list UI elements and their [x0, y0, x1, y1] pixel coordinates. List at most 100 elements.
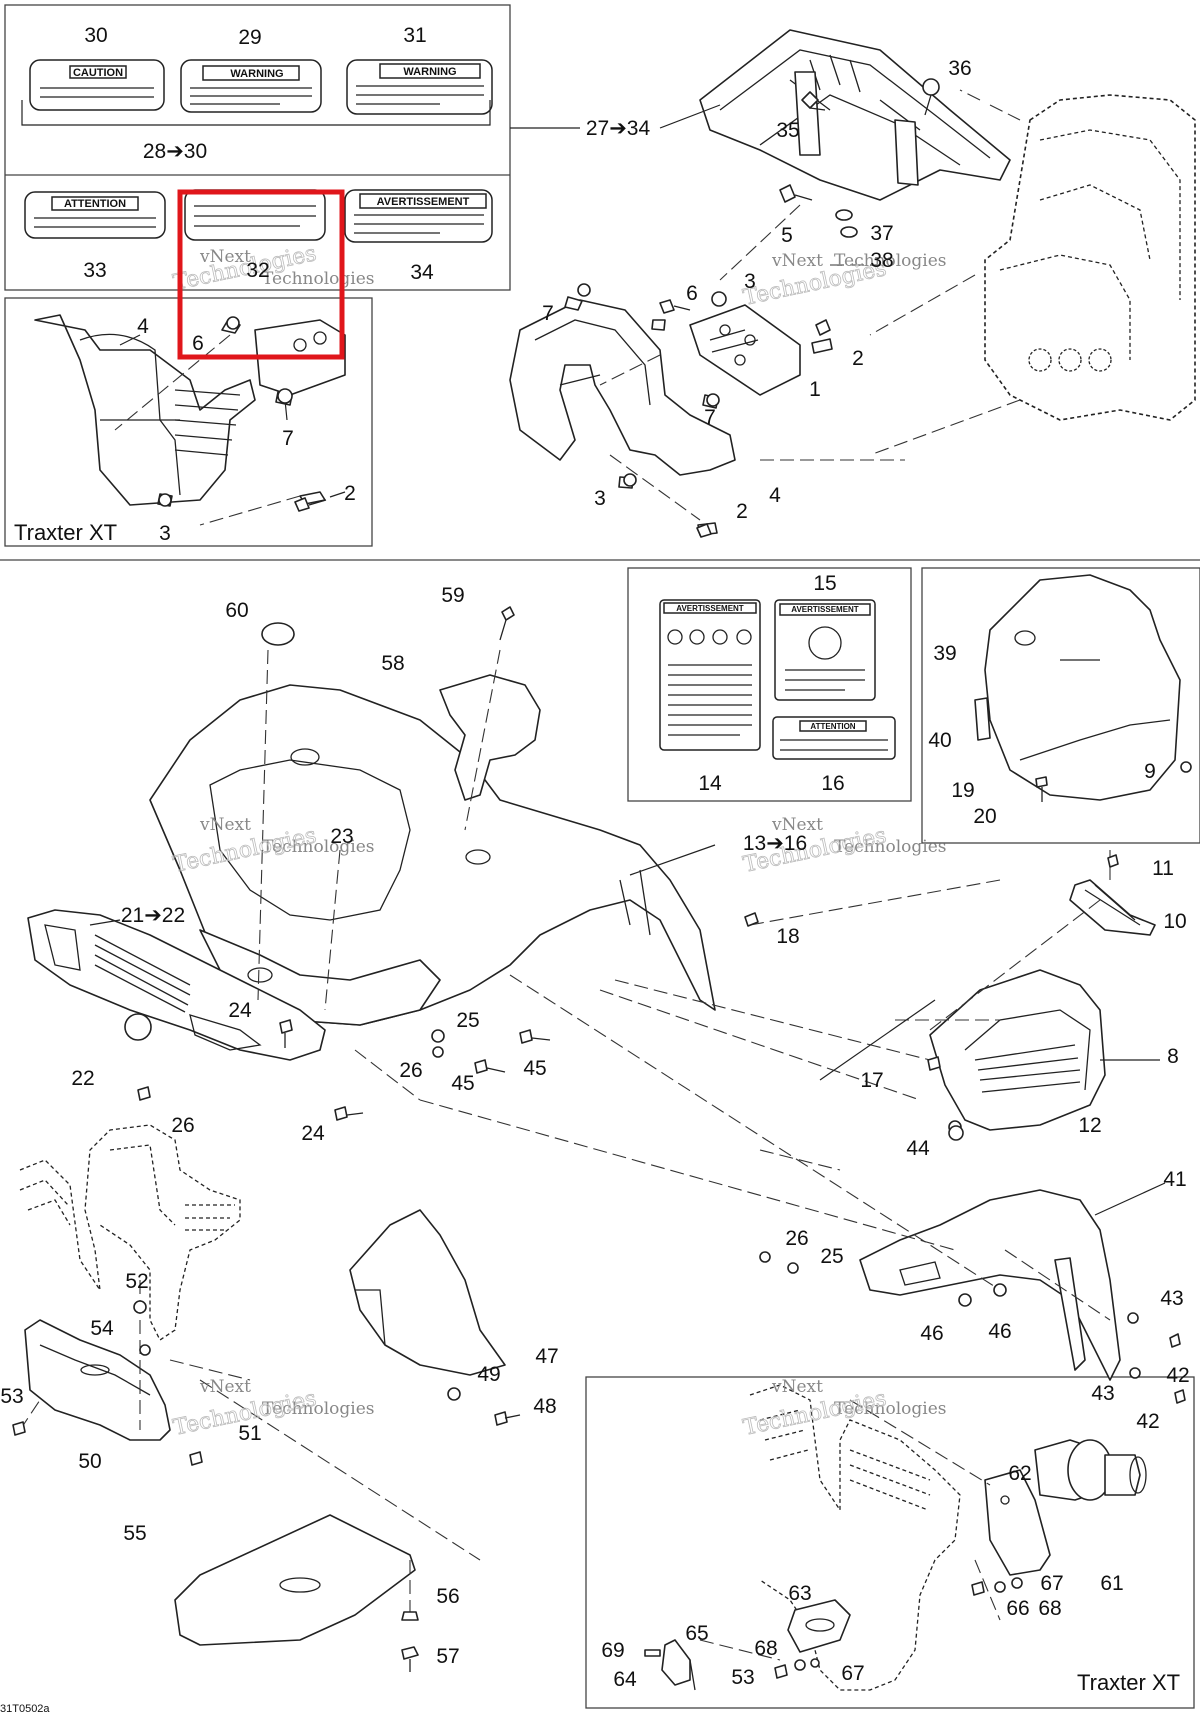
part-39-side-panel: [974, 574, 1181, 801]
callout-3-bracket: 3: [594, 487, 606, 510]
decal-panel-top-left: [4, 4, 511, 291]
decal-15: AVERTISSEMENT: [774, 599, 876, 701]
callout-61: 61: [1100, 1572, 1123, 1595]
part-8-floor-pan: [929, 969, 1106, 1131]
callout-22: 22: [71, 1067, 94, 1090]
watermark-text-5a: vNext: [199, 1377, 251, 1397]
callout-43-upper: 43: [1160, 1287, 1183, 1310]
part-58-bracket: [439, 674, 541, 801]
callout-42-upper: 42: [1166, 1364, 1189, 1387]
callout-56: 56: [436, 1585, 459, 1608]
callout-62: 62: [1008, 1462, 1031, 1485]
callout-67-winch: 67: [1040, 1572, 1063, 1595]
callout-7-variant: 7: [282, 427, 294, 450]
decal-panel-center: [627, 567, 912, 802]
part-47-fender-flap: [349, 1209, 506, 1376]
callout-47: 47: [535, 1345, 558, 1368]
part-50-skid-plate: [24, 1319, 171, 1441]
callout-33: 33: [83, 259, 106, 282]
decal-15-heading: AVERTISSEMENT: [791, 605, 859, 614]
watermark-text-6a: vNext: [771, 1377, 823, 1397]
callout-20: 20: [973, 805, 996, 828]
decal-32: [184, 189, 326, 241]
callout-54: 54: [90, 1317, 114, 1340]
decal-34: AVERTISSEMENT: [344, 189, 493, 243]
callout-12: 12: [1078, 1114, 1101, 1137]
callout-57: 57: [436, 1645, 459, 1668]
callout-55: 55: [123, 1522, 146, 1545]
callout-24-lower: 24: [301, 1122, 325, 1145]
callout-67-lower: 67: [841, 1662, 864, 1685]
decal-14-heading: AVERTISSEMENT: [676, 604, 744, 613]
callout-2-top: 2: [852, 347, 864, 370]
decal-30-heading: CAUTION: [73, 67, 123, 79]
watermark-text-2a: vNext: [771, 251, 823, 271]
front-bumper-variant-panel: [4, 297, 373, 547]
callout-7-bracket: 7: [704, 406, 716, 429]
part-55-plate: [174, 1514, 416, 1646]
variant-label-bottom: Traxter XT: [1077, 1670, 1180, 1695]
callout-51: 51: [238, 1422, 261, 1445]
callout-4-variant: 4: [137, 315, 149, 338]
callout-68-winch: 68: [1038, 1597, 1061, 1620]
callout-58: 58: [381, 652, 404, 675]
watermark-text-3b: Technologies: [262, 837, 375, 857]
callout-28-30-bracket: [21, 100, 491, 126]
front-bumper-variant: [34, 314, 346, 526]
part-60-cap: [261, 622, 295, 646]
callout-45-left: 45: [451, 1072, 474, 1095]
callout-46-right: 46: [988, 1320, 1011, 1343]
decal-16: ATTENTION: [772, 716, 896, 760]
watermark-text-1a: vNext: [199, 247, 251, 267]
callout-44: 44: [906, 1137, 930, 1160]
callout-29: 29: [238, 26, 261, 49]
callout-53-left: 53: [0, 1385, 23, 1408]
callout-68-lower: 68: [754, 1637, 777, 1660]
callout-27-34: 27➔34: [586, 117, 651, 140]
callout-40: 40: [928, 729, 951, 752]
callout-43-lower: 43: [1091, 1382, 1114, 1405]
callout-7-top: 7: [542, 302, 554, 325]
callout-41: 41: [1163, 1168, 1186, 1191]
callout-26-fender: 26: [785, 1227, 808, 1250]
decal-31: WARNING: [346, 59, 493, 115]
variant-label-top: Traxter XT: [14, 520, 117, 545]
callout-3-top: 3: [744, 270, 756, 293]
callout-25-fender: 25: [820, 1245, 843, 1268]
callout-25-upper: 25: [456, 1009, 479, 1032]
watermark-text-1b: Technologies: [262, 269, 375, 289]
decal-30: CAUTION: [29, 59, 165, 111]
callout-15: 15: [813, 572, 836, 595]
callout-9: 9: [1144, 760, 1156, 783]
callout-63: 63: [788, 1582, 811, 1605]
callout-50: 50: [78, 1450, 101, 1473]
fasteners: [12, 78, 1192, 1679]
callout-1: 1: [809, 378, 821, 401]
winch-variant-assembly: [644, 1384, 1147, 1691]
side-panel-box: [921, 567, 1200, 844]
callout-24-upper: 24: [228, 999, 252, 1022]
watermark-text-5b: Technologies: [262, 1399, 375, 1419]
callout-8: 8: [1167, 1045, 1179, 1068]
figure-id: 31T0502a: [0, 1703, 50, 1715]
callout-38: 38: [870, 249, 893, 272]
decal-33: ATTENTION: [24, 191, 166, 239]
callout-30: 30: [84, 24, 107, 47]
callout-64: 64: [613, 1668, 637, 1691]
callout-16: 16: [821, 772, 844, 795]
callout-2-bracket: 2: [736, 500, 748, 523]
callout-14: 14: [698, 772, 722, 795]
rear-rack: [699, 29, 1011, 201]
callout-6-top: 6: [686, 282, 698, 305]
callout-31: 31: [403, 24, 426, 47]
decal-31-heading: WARNING: [403, 66, 456, 78]
callout-49: 49: [477, 1363, 500, 1386]
highlight-box: [177, 189, 345, 360]
callout-10: 10: [1163, 910, 1186, 933]
callout-69: 69: [601, 1639, 624, 1662]
watermark-text-2b: Technologies: [834, 251, 947, 271]
decal-34-heading: AVERTISSEMENT: [377, 196, 470, 208]
callout-21-22: 21➔22: [121, 904, 185, 927]
decal-16-heading: ATTENTION: [810, 722, 855, 731]
decal-29: WARNING: [180, 59, 322, 113]
